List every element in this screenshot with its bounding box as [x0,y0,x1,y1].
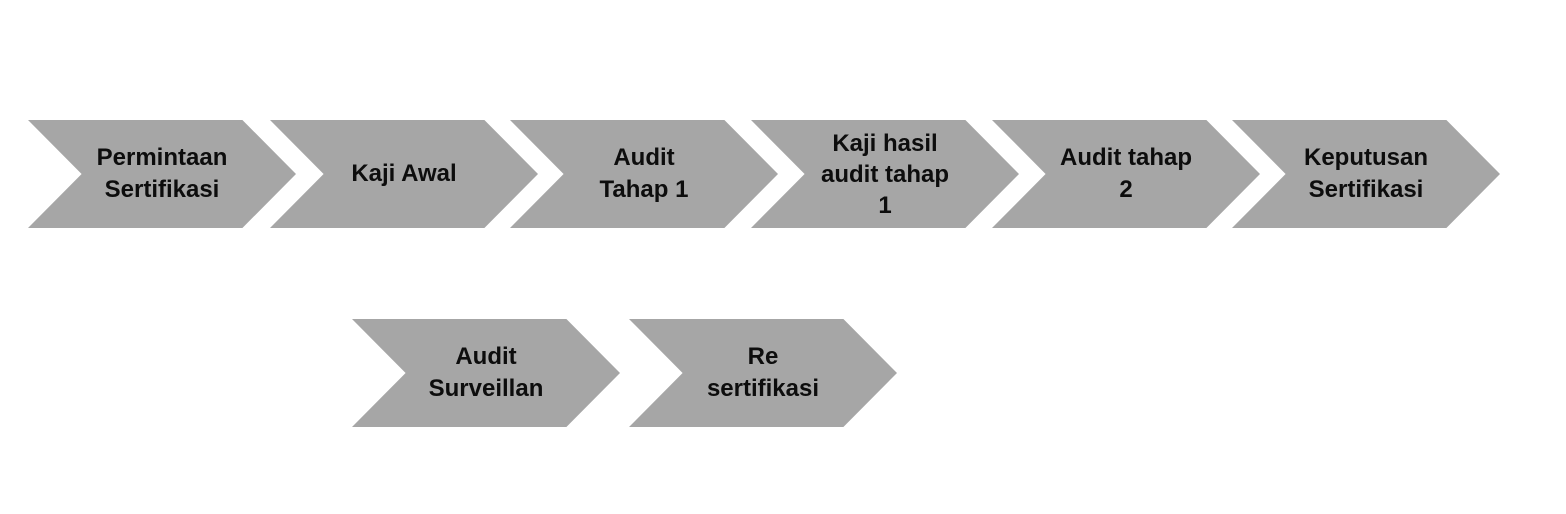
step-label-line: Permintaan [96,144,228,171]
step-label-line: Sertifikasi [1308,176,1424,203]
step-label: Audit tahap 2 [1045,120,1207,228]
step-label-line: Keputusan [1303,144,1428,171]
step-re-sertifikasi: Re sertifikasi [629,319,897,427]
step-permintaan-sertifikasi: Permintaan Sertifikasi [28,120,296,228]
step-label: Permintaan Sertifikasi [81,120,243,228]
step-label-line: audit tahap [820,160,949,188]
step-label-line: 2 [1119,176,1133,203]
step-label-line: sertifikasi [706,375,820,402]
step-label: Kaji Awal [323,120,485,228]
step-audit-surveillan: Audit Surveillan [352,319,620,427]
step-label-line: Re [747,343,779,370]
step-audit-tahap-2: Audit tahap 2 [992,120,1260,228]
step-keputusan-sertifikasi: Keputusan Sertifikasi [1232,120,1500,228]
step-kaji-awal: Kaji Awal [270,120,538,228]
step-label-line: 1 [878,191,892,219]
step-audit-tahap-1: Audit Tahap 1 [510,120,778,228]
step-label-line: Kaji hasil [832,129,938,157]
step-label: Re sertifikasi [682,319,844,427]
step-label-line: Kaji Awal [351,160,457,187]
step-label-line: Audit tahap [1060,144,1192,171]
step-kaji-hasil-audit-tahap-1: Kaji hasil audit tahap 1 [751,120,1019,228]
step-label-line: Sertifikasi [104,176,220,203]
step-label: Audit Tahap 1 [563,120,725,228]
step-label-line: Audit [613,144,675,171]
step-label: Kaji hasil audit tahap 1 [804,120,966,228]
step-label-line: Surveillan [428,375,544,402]
step-label-line: Audit [455,343,517,370]
step-label: Audit Surveillan [405,319,567,427]
step-label-line: Tahap 1 [599,176,689,203]
step-label: Keputusan Sertifikasi [1285,120,1447,228]
